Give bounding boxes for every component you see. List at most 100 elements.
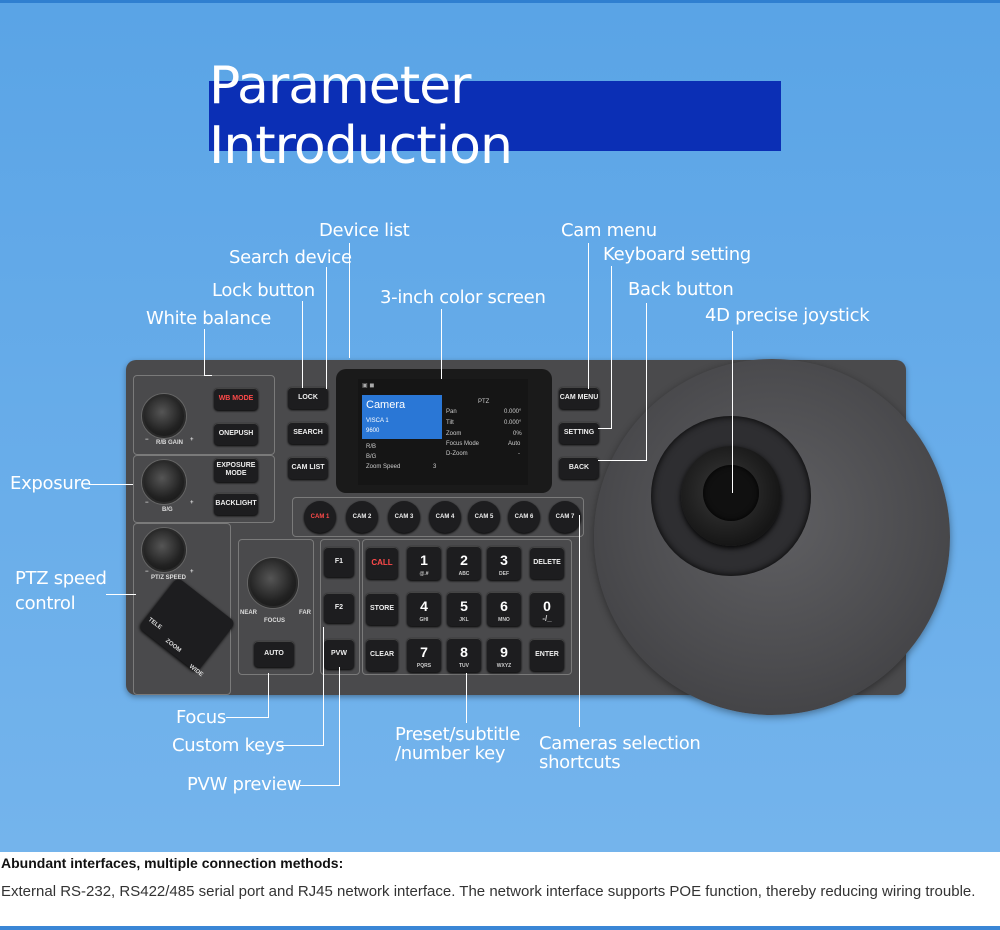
rb-gain-knob[interactable] [142, 394, 186, 438]
leader-line [441, 309, 442, 379]
cam-3-button[interactable]: CAM 3 [388, 501, 420, 533]
callout-pvw-preview: PVW preview [187, 774, 302, 795]
key-number: 0 [543, 598, 551, 614]
key-letters: JKL [459, 617, 469, 623]
key-letters: MNO [498, 617, 510, 623]
bottom-divider [0, 926, 1000, 930]
pvw-button[interactable]: PVW [324, 639, 354, 669]
screen-zoom-speed-value: 3 [433, 464, 437, 470]
leader-line [466, 673, 467, 723]
auto-button[interactable]: AUTO [254, 641, 294, 667]
plus-label: + [190, 437, 194, 443]
ptz-speed-group [133, 523, 231, 695]
key-letters: WXYZ [496, 663, 512, 669]
focus-knob[interactable] [248, 558, 298, 608]
key-letters: ABC [458, 571, 470, 577]
f1-button[interactable]: F1 [324, 547, 354, 577]
leader-line [732, 331, 733, 493]
screen-visca: VISCA 1 [366, 418, 389, 424]
leader-line [226, 717, 269, 718]
key-number: 1 [420, 552, 428, 568]
cam-5-button[interactable]: CAM 5 [468, 501, 500, 533]
key-1[interactable]: 1 @.# [407, 546, 441, 580]
key-0[interactable]: 0-/_ [530, 592, 564, 626]
back-button[interactable]: BACK [559, 457, 599, 479]
key-letters: DEF [499, 571, 509, 577]
leader-line [300, 785, 340, 786]
cam-2-button[interactable]: CAM 2 [346, 501, 378, 533]
cam-6-button[interactable]: CAM 6 [508, 501, 540, 533]
plus-label: + [190, 500, 194, 506]
callout-joystick: 4D precise joystick [705, 305, 870, 326]
leader-line [588, 243, 589, 389]
screen-dzoom: D-Zoom [446, 451, 468, 457]
screen-focus-mode: Focus Mode [446, 441, 480, 447]
clear-button[interactable]: CLEAR [366, 639, 398, 671]
far-label: FAR [299, 610, 311, 616]
callout-exposure: Exposure [10, 473, 91, 494]
cam-list-button[interactable]: CAM LIST [288, 457, 328, 479]
minus-label: − [145, 569, 149, 575]
bg-knob[interactable] [142, 460, 186, 504]
callout-lock-button: Lock button [212, 280, 315, 301]
description-section: Abundant interfaces, multiple connection… [0, 852, 1000, 930]
cam-menu-button[interactable]: CAM MENU [559, 387, 599, 409]
exposure-mode-button[interactable]: EXPOSURE MODE [214, 458, 258, 482]
delete-button[interactable]: DELETE [530, 547, 564, 579]
cam-1-button[interactable]: CAM 1 [304, 501, 336, 533]
key-letters: @.# [419, 571, 429, 577]
ptz-speed-knob[interactable] [142, 528, 186, 572]
lock-button[interactable]: LOCK [288, 387, 328, 409]
store-button[interactable]: STORE [366, 593, 398, 625]
backlight-button[interactable]: BACKLIGHT [214, 493, 258, 515]
leader-line [598, 460, 647, 461]
screen-pan: Pan [446, 409, 457, 415]
callout-cam-menu: Cam menu [561, 220, 657, 241]
callout-focus: Focus [176, 707, 226, 728]
setting-button[interactable]: SETTING [559, 422, 599, 444]
callout-ptz-control: control [15, 593, 76, 614]
custom-keys-group [320, 539, 360, 675]
key-number: 6 [500, 598, 508, 614]
cam-7-button[interactable]: CAM 7 [549, 501, 581, 533]
callout-keyboard-setting: Keyboard setting [603, 244, 751, 265]
key-letters: GHI [419, 617, 429, 623]
focus-label: FOCUS [264, 618, 285, 624]
cam-4-button[interactable]: CAM 4 [429, 501, 461, 533]
screen-pan-value: 0.000° [504, 409, 522, 415]
key-number: 9 [500, 644, 508, 660]
callout-ptz-speed: PTZ speed [15, 568, 107, 589]
camera-selection-box [362, 395, 442, 439]
leader-line [204, 329, 205, 375]
screen-zoom: Zoom [446, 431, 462, 437]
call-button[interactable]: CALL [366, 547, 398, 579]
leader-line [89, 484, 133, 485]
wb-mode-button[interactable]: WB MODE [214, 388, 258, 410]
callout-white-balance: White balance [146, 308, 272, 329]
leader-line [646, 303, 647, 460]
key-letters: TUV [459, 663, 469, 669]
onepush-button[interactable]: ONEPUSH [214, 423, 258, 445]
key-number: 3 [500, 552, 508, 568]
minus-label: − [145, 500, 149, 506]
callout-device-list: Device list [319, 220, 410, 241]
key-letters: PQRS [416, 663, 432, 669]
enter-button[interactable]: ENTER [530, 639, 564, 671]
search-button[interactable]: SEARCH [288, 422, 328, 444]
description-body: External RS-232, RS422/485 serial port a… [1, 883, 976, 900]
leader-line [598, 428, 612, 429]
leader-line [106, 594, 136, 595]
callout-color-screen: 3-inch color screen [380, 287, 546, 308]
callout-number-key: /number key [395, 743, 506, 764]
color-screen: ▣ ◼ PTZ Camera VISCA 1 9600 R/B B/G Zoom… [358, 379, 528, 485]
f2-button[interactable]: F2 [324, 593, 354, 623]
screen-tilt: Tilt [446, 420, 454, 426]
